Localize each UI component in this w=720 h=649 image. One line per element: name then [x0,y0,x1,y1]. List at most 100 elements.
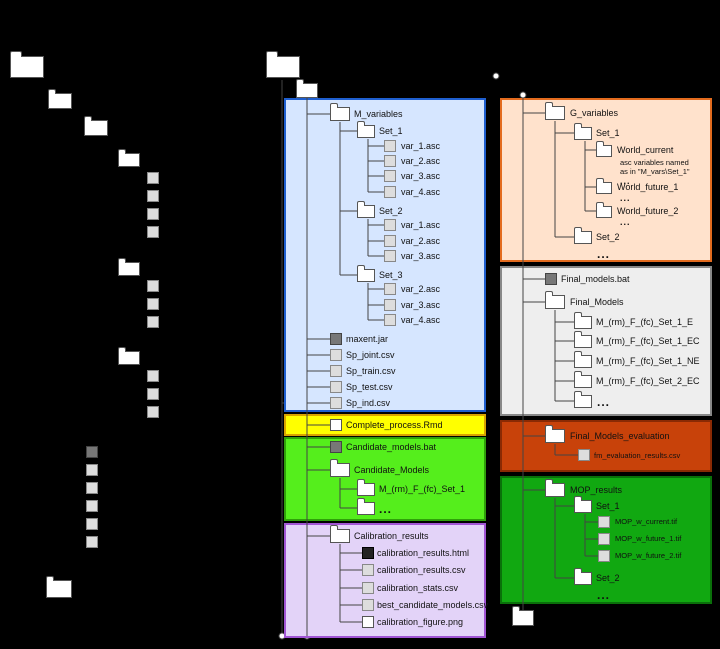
folder-icon [118,258,140,276]
csv-file-icon [362,582,374,594]
file-label: var_2.asc [401,156,441,166]
folder-icon [545,291,565,309]
set-1-label: Set_1 [596,128,620,138]
csv-file-icon [578,449,590,461]
folder-icon [330,525,350,543]
html-file-icon [362,547,374,559]
folder-icon [330,103,350,121]
file-icon [384,283,396,295]
file-icon [147,316,159,328]
file-icon [147,172,159,184]
final-model-label: M_(rm)_F_(fc)_Set_1_NE [596,356,700,366]
world-future-2-label: World_future_2 [617,206,679,216]
folder-icon [574,371,592,388]
file-label: Sp_joint.csv [346,350,395,360]
folder-icon [357,498,375,515]
folder-icon [574,331,592,348]
final-models-label: Final_Models [570,297,624,307]
file-label: MOP_w_future_1.tif [615,534,682,543]
file-label: var_2.asc [401,284,441,294]
candidate-model-label: M_(rm)_F_(fc)_Set_1 [379,484,466,494]
more-items: ... [620,217,631,227]
file-label: MOP_w_current.tif [615,517,678,526]
folder-icon [46,576,72,598]
folder-icon [357,121,375,138]
folder-icon [545,479,565,497]
candidate-panel [284,437,486,521]
file-icon [147,298,159,310]
file-icon [86,464,98,476]
final-models-bat-label: Final_models.bat [561,274,630,284]
world-current-note: as in "M_vars\Set_1" [620,167,690,176]
set-2-label: Set_2 [596,573,620,583]
final-models-panel [500,266,712,416]
final-model-label: M_(rm)_F_(fc)_Set_1_EC [596,336,700,346]
file-icon [147,280,159,292]
candidate-models-label: Candidate_Models [354,465,430,475]
file-icon [384,219,396,231]
bat-file-icon [545,273,557,285]
g-variables-panel [500,98,712,262]
file-icon [384,314,396,326]
calibration-results-label: Calibration_results [354,531,429,541]
file-label: calibration_results.csv [377,565,466,575]
folder-icon [574,123,592,140]
file-icon [86,536,98,548]
complete-process-label: Complete_process.Rmd [346,420,443,430]
csv-file-icon [362,564,374,576]
folder-icon [574,227,592,244]
m-variables-label: M_variables [354,109,403,119]
file-label: best_candidate_models.csv [377,600,489,610]
file-icon [147,388,159,400]
file-label: var_2.asc [401,236,441,246]
project-folder-icon [266,51,300,78]
folder-icon [118,149,140,167]
file-label: MOP_w_future_2.tif [615,551,682,560]
file-icon [384,250,396,262]
folder-icon [296,79,318,98]
file-icon [147,226,159,238]
file-icon [384,186,396,198]
folder-icon [596,202,612,218]
file-icon [384,155,396,167]
folder-icon [596,141,612,157]
folder-icon [574,312,592,329]
folder-icon [545,425,565,443]
folder-icon [574,568,592,585]
set-1-label: Set_1 [596,501,620,511]
folder-icon [330,459,350,477]
folder-icon [574,351,592,368]
more-items: ... [597,395,611,409]
file-label: calibration_results.html [377,548,470,558]
file-icon [384,140,396,152]
g-variables-label: G_variables [570,108,619,118]
file-icon [86,446,98,458]
file-icon [147,208,159,220]
file-label: var_4.asc [401,187,441,197]
file-icon [147,406,159,418]
final-model-label: M_(rm)_F_(fc)_Set_2_EC [596,376,700,386]
file-label: calibration_figure.png [377,617,464,627]
folder-icon [84,116,108,136]
evaluation-panel [500,420,712,472]
tif-file-icon [598,533,610,545]
folder-icon [357,479,375,496]
set-2-label: Set_2 [596,232,620,242]
calibration-panel [284,523,486,638]
folder-icon [357,265,375,282]
csv-file-icon [330,397,342,409]
folder-icon [545,102,565,120]
final-model-label: M_(rm)_F_(fc)_Set_1_E [596,317,694,327]
file-label: var_1.asc [401,141,441,151]
file-label: var_3.asc [401,251,441,261]
more-items: ... [620,176,631,186]
csv-file-icon [362,599,374,611]
file-label: var_3.asc [401,300,441,310]
file-label: Sp_test.csv [346,382,393,392]
tif-file-icon [598,516,610,528]
file-icon [147,370,159,382]
folder-icon [574,391,592,408]
folder-icon [357,201,375,218]
world-current-label: World_current [617,145,674,155]
